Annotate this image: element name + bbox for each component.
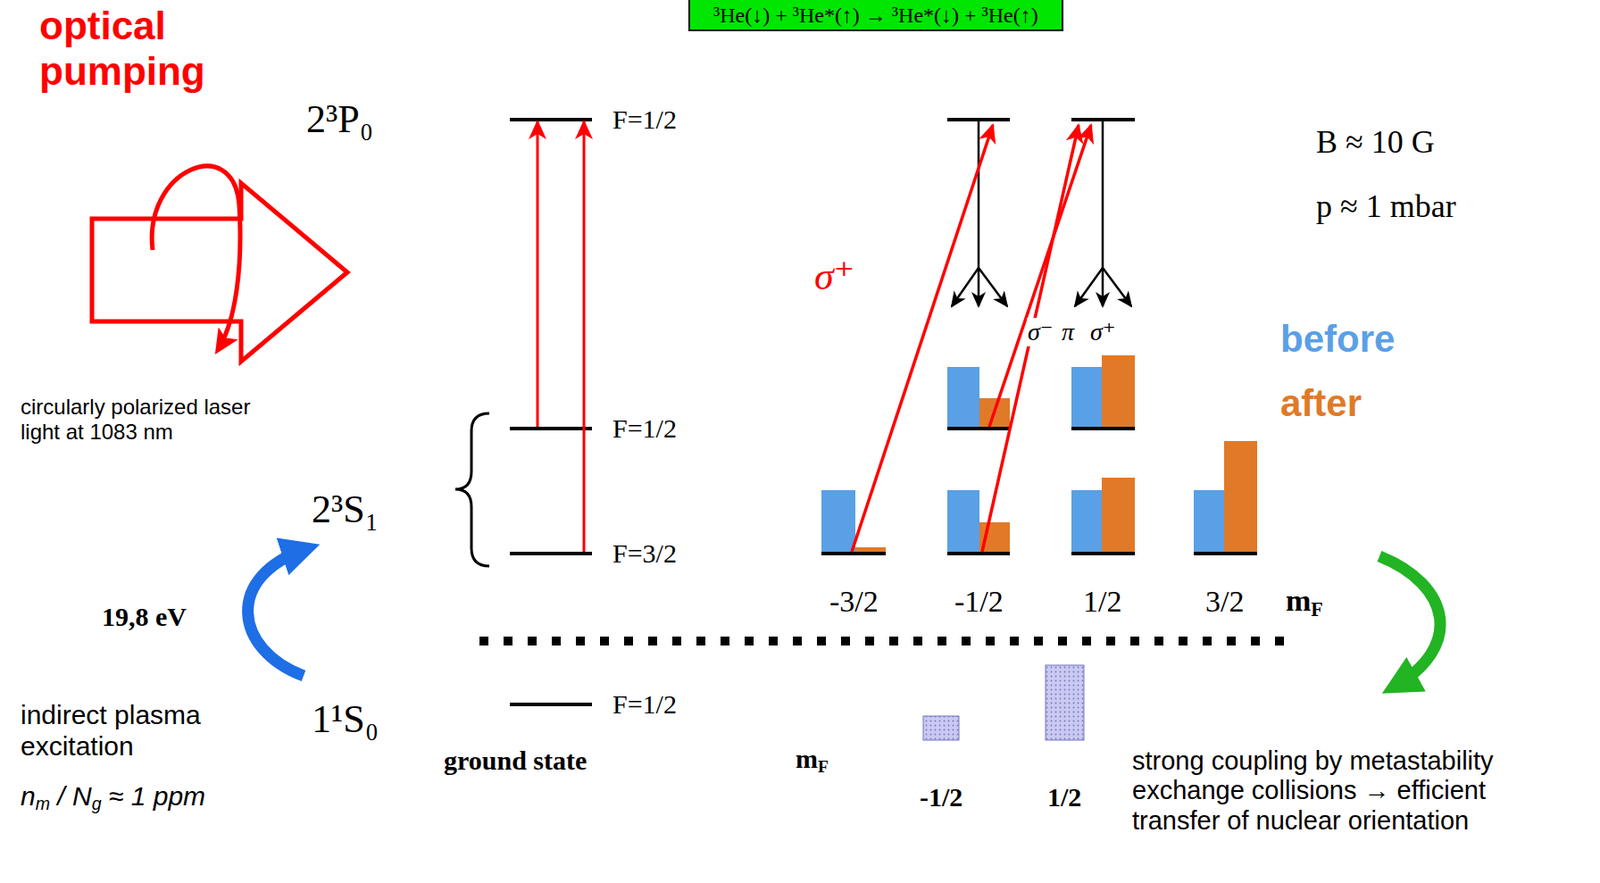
legend-swatch: after [1280,382,1362,425]
label: p ≈ 1 mbar [1316,188,1457,225]
label: -1/2 [919,782,963,814]
label: F=1/2 [612,689,677,721]
label: -3/2 [829,583,879,619]
label: 2³S₁ [311,487,379,534]
label: σ⁻ [1026,317,1055,347]
legend-text: before [1280,317,1395,360]
label: ground state [443,745,587,777]
label: π [1060,317,1075,347]
label: 1/2 [1047,782,1082,814]
label: indirect plasma excitation [20,700,289,762]
label: 19,8 eV [101,601,187,634]
label: F=3/2 [612,538,677,570]
label: optical pumping [39,3,254,94]
legend-text: after [1280,382,1362,425]
label: 3/2 [1205,583,1244,619]
label: σ⁺ [814,254,855,300]
label: F=1/2 [612,104,677,136]
label: 2³P₀ [306,97,374,143]
label: strong coupling by metastability exchang… [1132,746,1570,836]
reaction-box: ³He(↓) + ³He*(↑) → ³He*(↓) + ³He(↑) [688,0,1064,32]
label: 1/2 [1083,583,1122,619]
label: -1/2 [954,583,1004,619]
label: F=1/2 [612,413,677,445]
label: circularly polarized laser light at 1083… [20,394,289,444]
label: σ⁺ [1089,317,1117,347]
label: nm / Ng ≈ 1 ppm [20,781,206,814]
reaction-text: ³He(↓) + ³He*(↑) → ³He*(↓) + ³He(↑) [713,2,1039,28]
label: mF [795,743,829,777]
label: mF [1285,583,1324,621]
label: B ≈ 10 G [1316,124,1435,161]
label: 1¹S₀ [311,697,379,743]
legend-swatch: before [1280,317,1395,361]
